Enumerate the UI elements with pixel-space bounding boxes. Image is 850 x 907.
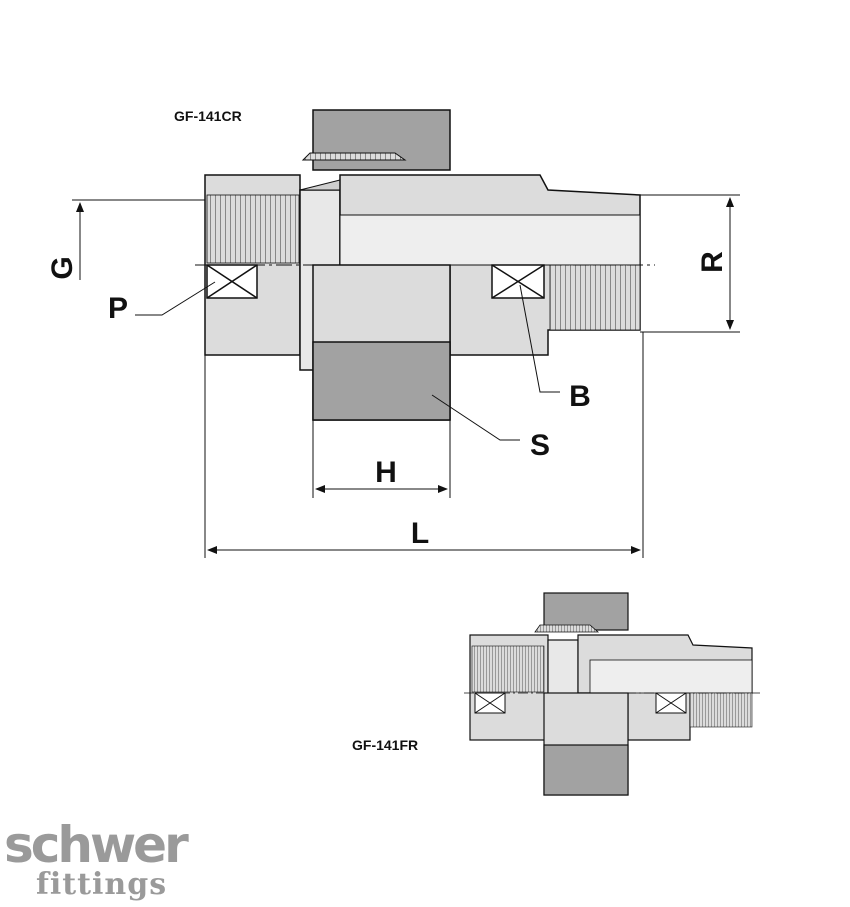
model-label-main: GF-141CR (174, 108, 242, 124)
dimension-l: L (204, 332, 644, 558)
small-o-ring-right (655, 692, 687, 714)
fitting-gf-141fr (464, 592, 760, 796)
small-o-ring-left (474, 692, 506, 714)
label-b: B (569, 380, 591, 413)
small-nut-top (543, 592, 629, 631)
model-label-alt: GF-141FR (352, 737, 418, 753)
leader-s: S (431, 394, 550, 462)
label-l: L (411, 517, 429, 550)
label-p: P (108, 292, 128, 325)
o-ring-left (206, 264, 258, 299)
dimension-h: H (312, 420, 451, 498)
fitting-gf-141cr (195, 109, 655, 421)
leader-p: P (108, 281, 216, 325)
label-g: G (46, 256, 79, 279)
o-ring-right (491, 264, 545, 299)
label-r: R (696, 251, 729, 273)
logo-wordmark: schwer (4, 816, 189, 874)
male-thread-r (549, 264, 641, 331)
dimension-g: G (46, 199, 205, 280)
logo-subtitle: fittings (36, 867, 167, 902)
dimension-r: R (640, 194, 740, 333)
label-h: H (375, 456, 397, 489)
leader-b: B (519, 284, 591, 413)
union-nut-top (312, 109, 451, 171)
label-s: S (530, 429, 550, 462)
female-thread-g (206, 194, 300, 264)
schwer-fittings-logo: schwer fittings (4, 816, 192, 902)
